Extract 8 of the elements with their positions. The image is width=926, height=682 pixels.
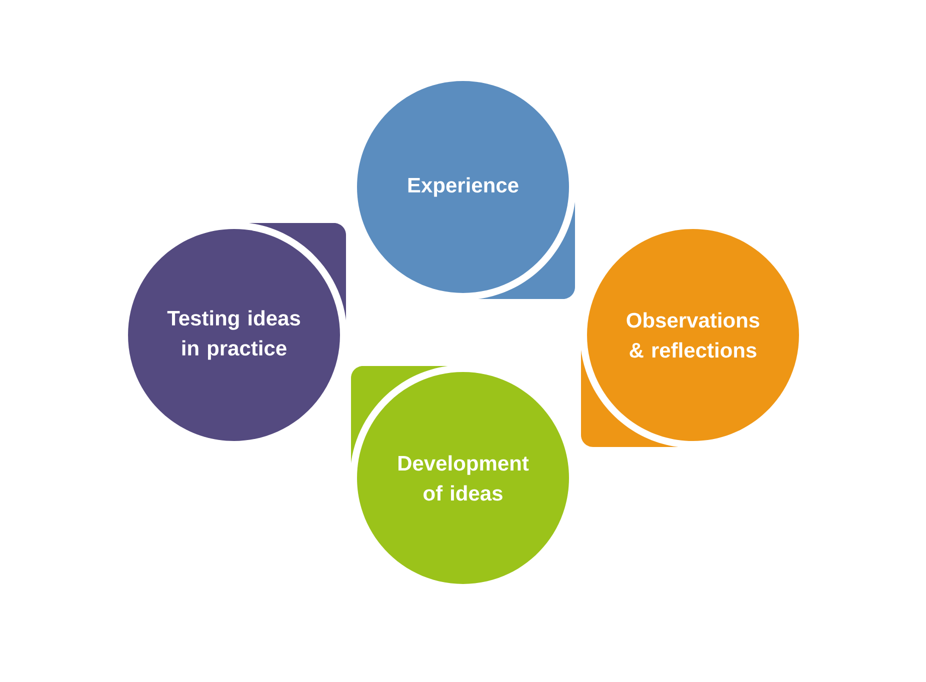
speech-bubble: Observations & reflections (580, 222, 806, 448)
node-label: Testing ideas in practice (167, 310, 300, 360)
speech-bubble: Testing ideas in practice (121, 222, 347, 448)
node-label: Experience (408, 177, 518, 197)
node-label: Observations & reflections (626, 312, 760, 358)
node-label: Development of ideas (398, 455, 529, 501)
speech-bubble: Development of ideas (350, 365, 576, 591)
speech-bubble: Experience (350, 74, 576, 300)
